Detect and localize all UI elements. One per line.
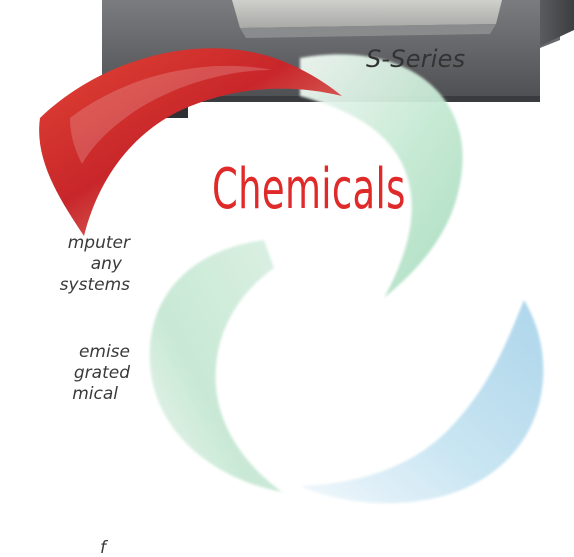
paragraph-line: any bbox=[90, 254, 122, 274]
body-paragraph-1: mputer any systems bbox=[60, 233, 130, 296]
paragraph-line: f bbox=[100, 538, 106, 557]
body-paragraph-2: emise grated mical bbox=[72, 342, 130, 405]
device-series-label: S-Series bbox=[366, 45, 466, 73]
headline-chemicals: Chemicals bbox=[212, 157, 406, 222]
paragraph-line: grated bbox=[73, 363, 130, 383]
paragraph-line: mical bbox=[72, 384, 118, 404]
paragraph-line: systems bbox=[59, 275, 130, 295]
paragraph-line: mputer bbox=[67, 233, 130, 253]
paragraph-line: emise bbox=[78, 342, 130, 362]
body-paragraph-3: f bbox=[100, 538, 106, 557]
